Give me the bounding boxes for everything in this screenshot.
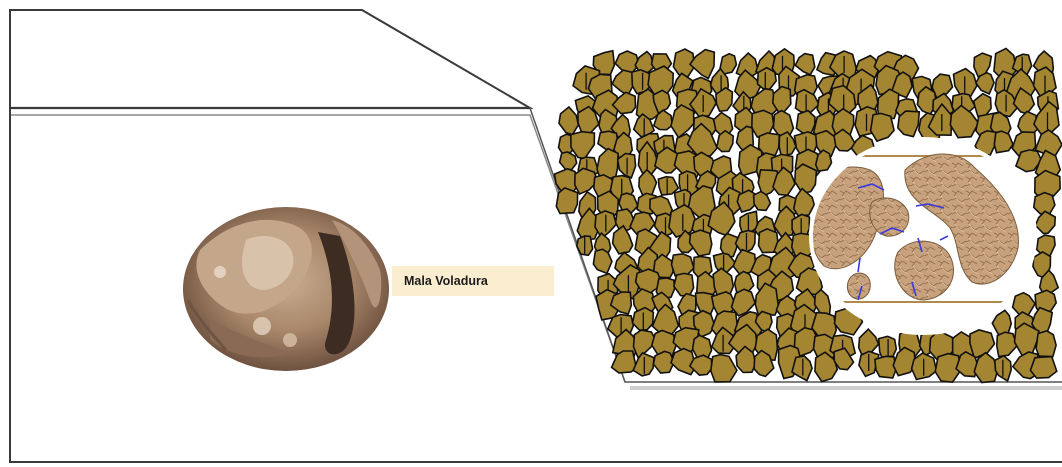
- rock-fragment: [560, 152, 577, 170]
- rock-fragment: [796, 90, 820, 114]
- rock-fragment: [597, 149, 618, 179]
- rock-fragment: [794, 189, 814, 216]
- rock-fragment: [571, 132, 595, 159]
- rock-fragment: [992, 310, 1011, 334]
- rock-fragment: [950, 106, 978, 138]
- rock-fragment: [1037, 235, 1055, 256]
- label-mala-voladura: Mala Voladura: [392, 274, 488, 288]
- rock-fragment: [758, 68, 777, 90]
- label-callout: Mala Voladura: [392, 266, 554, 296]
- rock-fragment: [974, 94, 992, 117]
- rock-fragment: [1034, 193, 1055, 214]
- rock-fragment: [795, 164, 817, 193]
- rock-fragment: [1035, 211, 1055, 233]
- rock-fragment: [674, 273, 694, 295]
- rock-fragment: [672, 254, 694, 276]
- rock-fragment: [1030, 357, 1056, 378]
- rock-fragment: [875, 356, 896, 378]
- rock-fragment: [815, 290, 831, 315]
- rock-fragment: [556, 188, 577, 214]
- rock-fragment: [671, 105, 694, 138]
- rock-fragment: [816, 150, 832, 171]
- rock-fragment: [994, 131, 1013, 153]
- rock-fragment: [898, 111, 920, 137]
- rock-fragment: [795, 54, 815, 75]
- rock-fragment: [559, 107, 578, 135]
- rock-fragment: [633, 353, 654, 376]
- rock-fragment: [639, 170, 657, 197]
- rock-fragment: [711, 355, 737, 382]
- rock-fragment: [773, 87, 791, 112]
- rock-fragment: [792, 356, 812, 381]
- rock-fragment: [997, 332, 1017, 356]
- rock-fragment: [871, 113, 895, 141]
- photo-of-fractured-rock: [183, 207, 389, 371]
- magnified-boulders: [805, 139, 1040, 333]
- rock-fragment: [1036, 331, 1056, 357]
- rock-fragment: [690, 230, 712, 256]
- rock-fragment: [613, 226, 633, 254]
- rock-fragment: [970, 330, 995, 358]
